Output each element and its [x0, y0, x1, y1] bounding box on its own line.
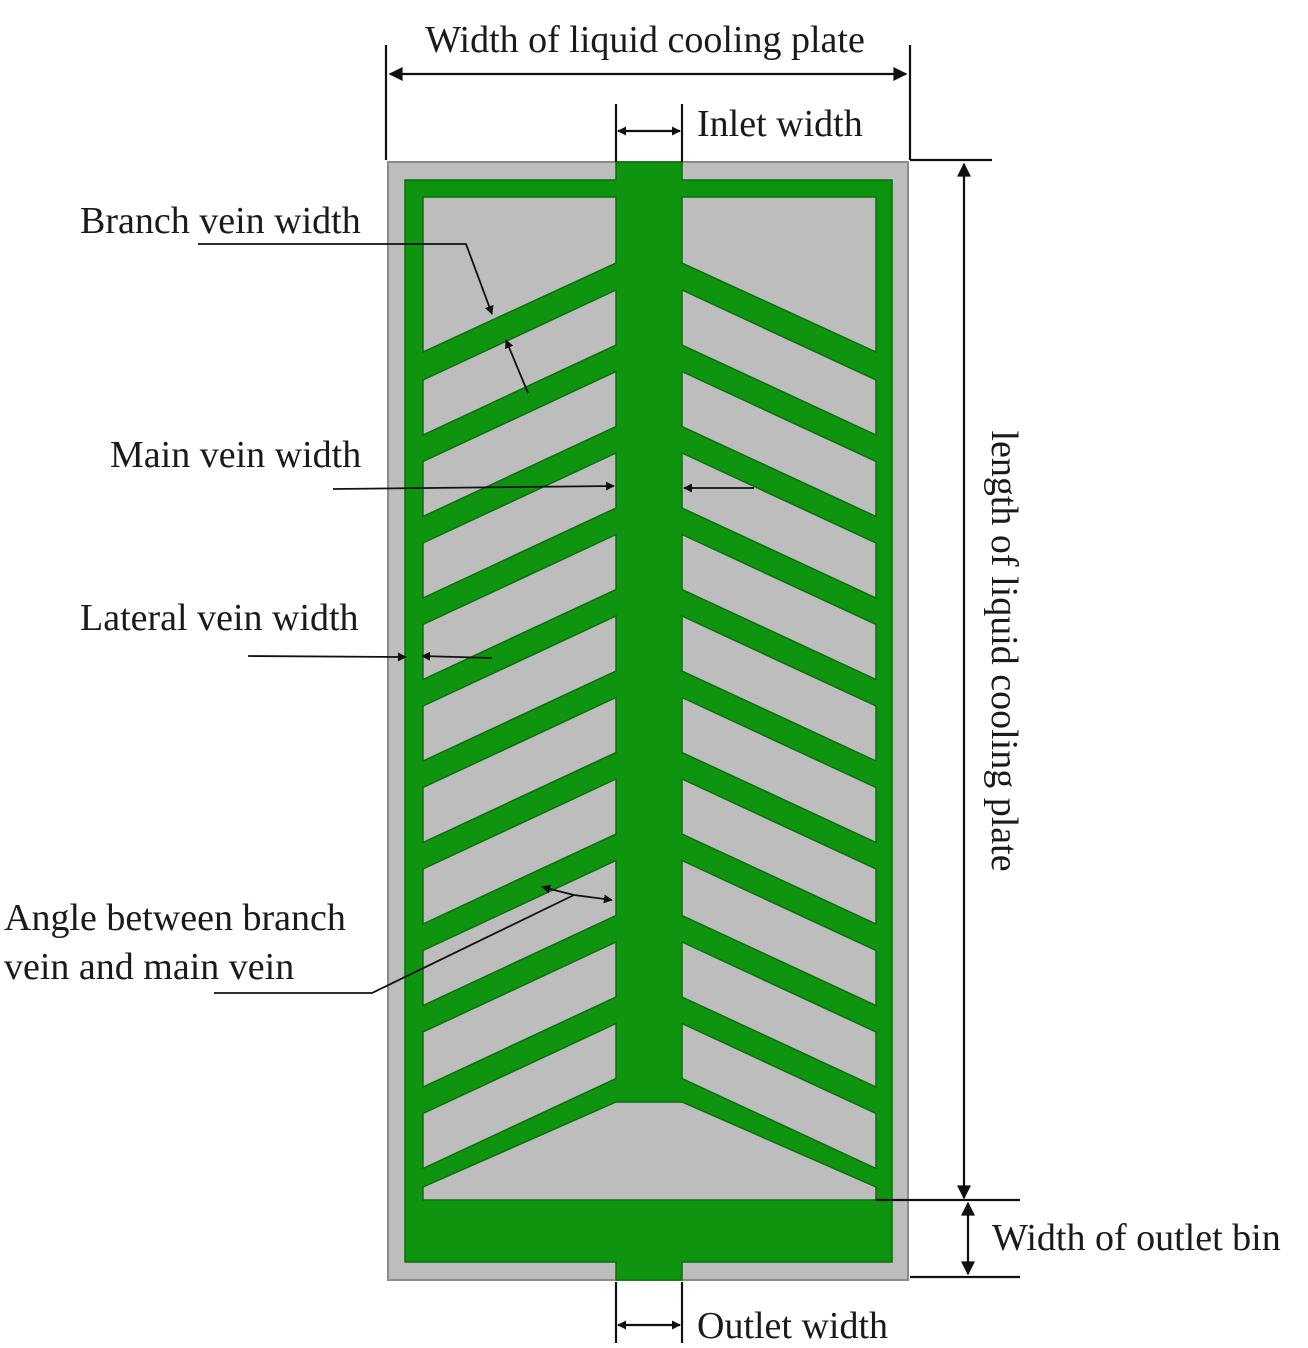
left-island: [422, 288, 617, 437]
bottom-island: [422, 1101, 877, 1201]
main-vein-callout: Main vein width: [110, 434, 754, 493]
right-island: [681, 370, 877, 518]
right-island: [681, 451, 877, 600]
plate-width-label: Width of liquid cooling plate: [425, 19, 865, 61]
angle-label-line2: vein and main vein: [4, 946, 294, 988]
outlet-bin-width-label: Width of outlet bin: [992, 1217, 1281, 1259]
left-island: [422, 777, 617, 926]
right-island: [681, 777, 877, 926]
lateral-vein-width-label: Lateral vein width: [80, 597, 359, 639]
left-island: [422, 859, 617, 1007]
right-island: [681, 533, 877, 681]
plate-width-dimension: Width of liquid cooling plate: [384, 19, 912, 160]
right-island: [681, 1022, 877, 1170]
branch-vein-callout: Branch vein width: [80, 200, 529, 394]
right-island-top: [681, 196, 877, 354]
angle-callout: Angle between branch vein and main vein: [4, 884, 613, 994]
plate-length-label: length of liquid cooling plate: [983, 430, 1025, 871]
inlet-width-label: Inlet width: [697, 103, 863, 145]
left-island-top: [422, 196, 617, 354]
plate-islands: [422, 196, 877, 1201]
right-island: [681, 859, 877, 1007]
left-island: [422, 451, 617, 600]
lateral-vein-callout: Lateral vein width: [80, 597, 493, 662]
main-vein-width-label: Main vein width: [110, 434, 361, 476]
right-island: [681, 288, 877, 437]
outlet-width-dimension: Outlet width: [614, 1282, 888, 1347]
outlet-bin-dimension: Width of outlet bin: [876, 1198, 1281, 1279]
left-island: [422, 1022, 617, 1170]
inlet-width-dimension: Inlet width: [614, 103, 863, 162]
right-island: [681, 614, 877, 763]
left-island: [422, 940, 617, 1089]
branch-vein-width-label: Branch vein width: [80, 200, 361, 242]
left-island: [422, 370, 617, 518]
right-island: [681, 940, 877, 1089]
angle-label-line1: Angle between branch: [4, 897, 346, 939]
outlet-width-label: Outlet width: [697, 1305, 888, 1347]
right-island: [681, 696, 877, 844]
left-island: [422, 614, 617, 763]
plate-length-dimension: length of liquid cooling plate: [910, 158, 1025, 1200]
left-island: [422, 696, 617, 844]
left-island: [422, 533, 617, 681]
